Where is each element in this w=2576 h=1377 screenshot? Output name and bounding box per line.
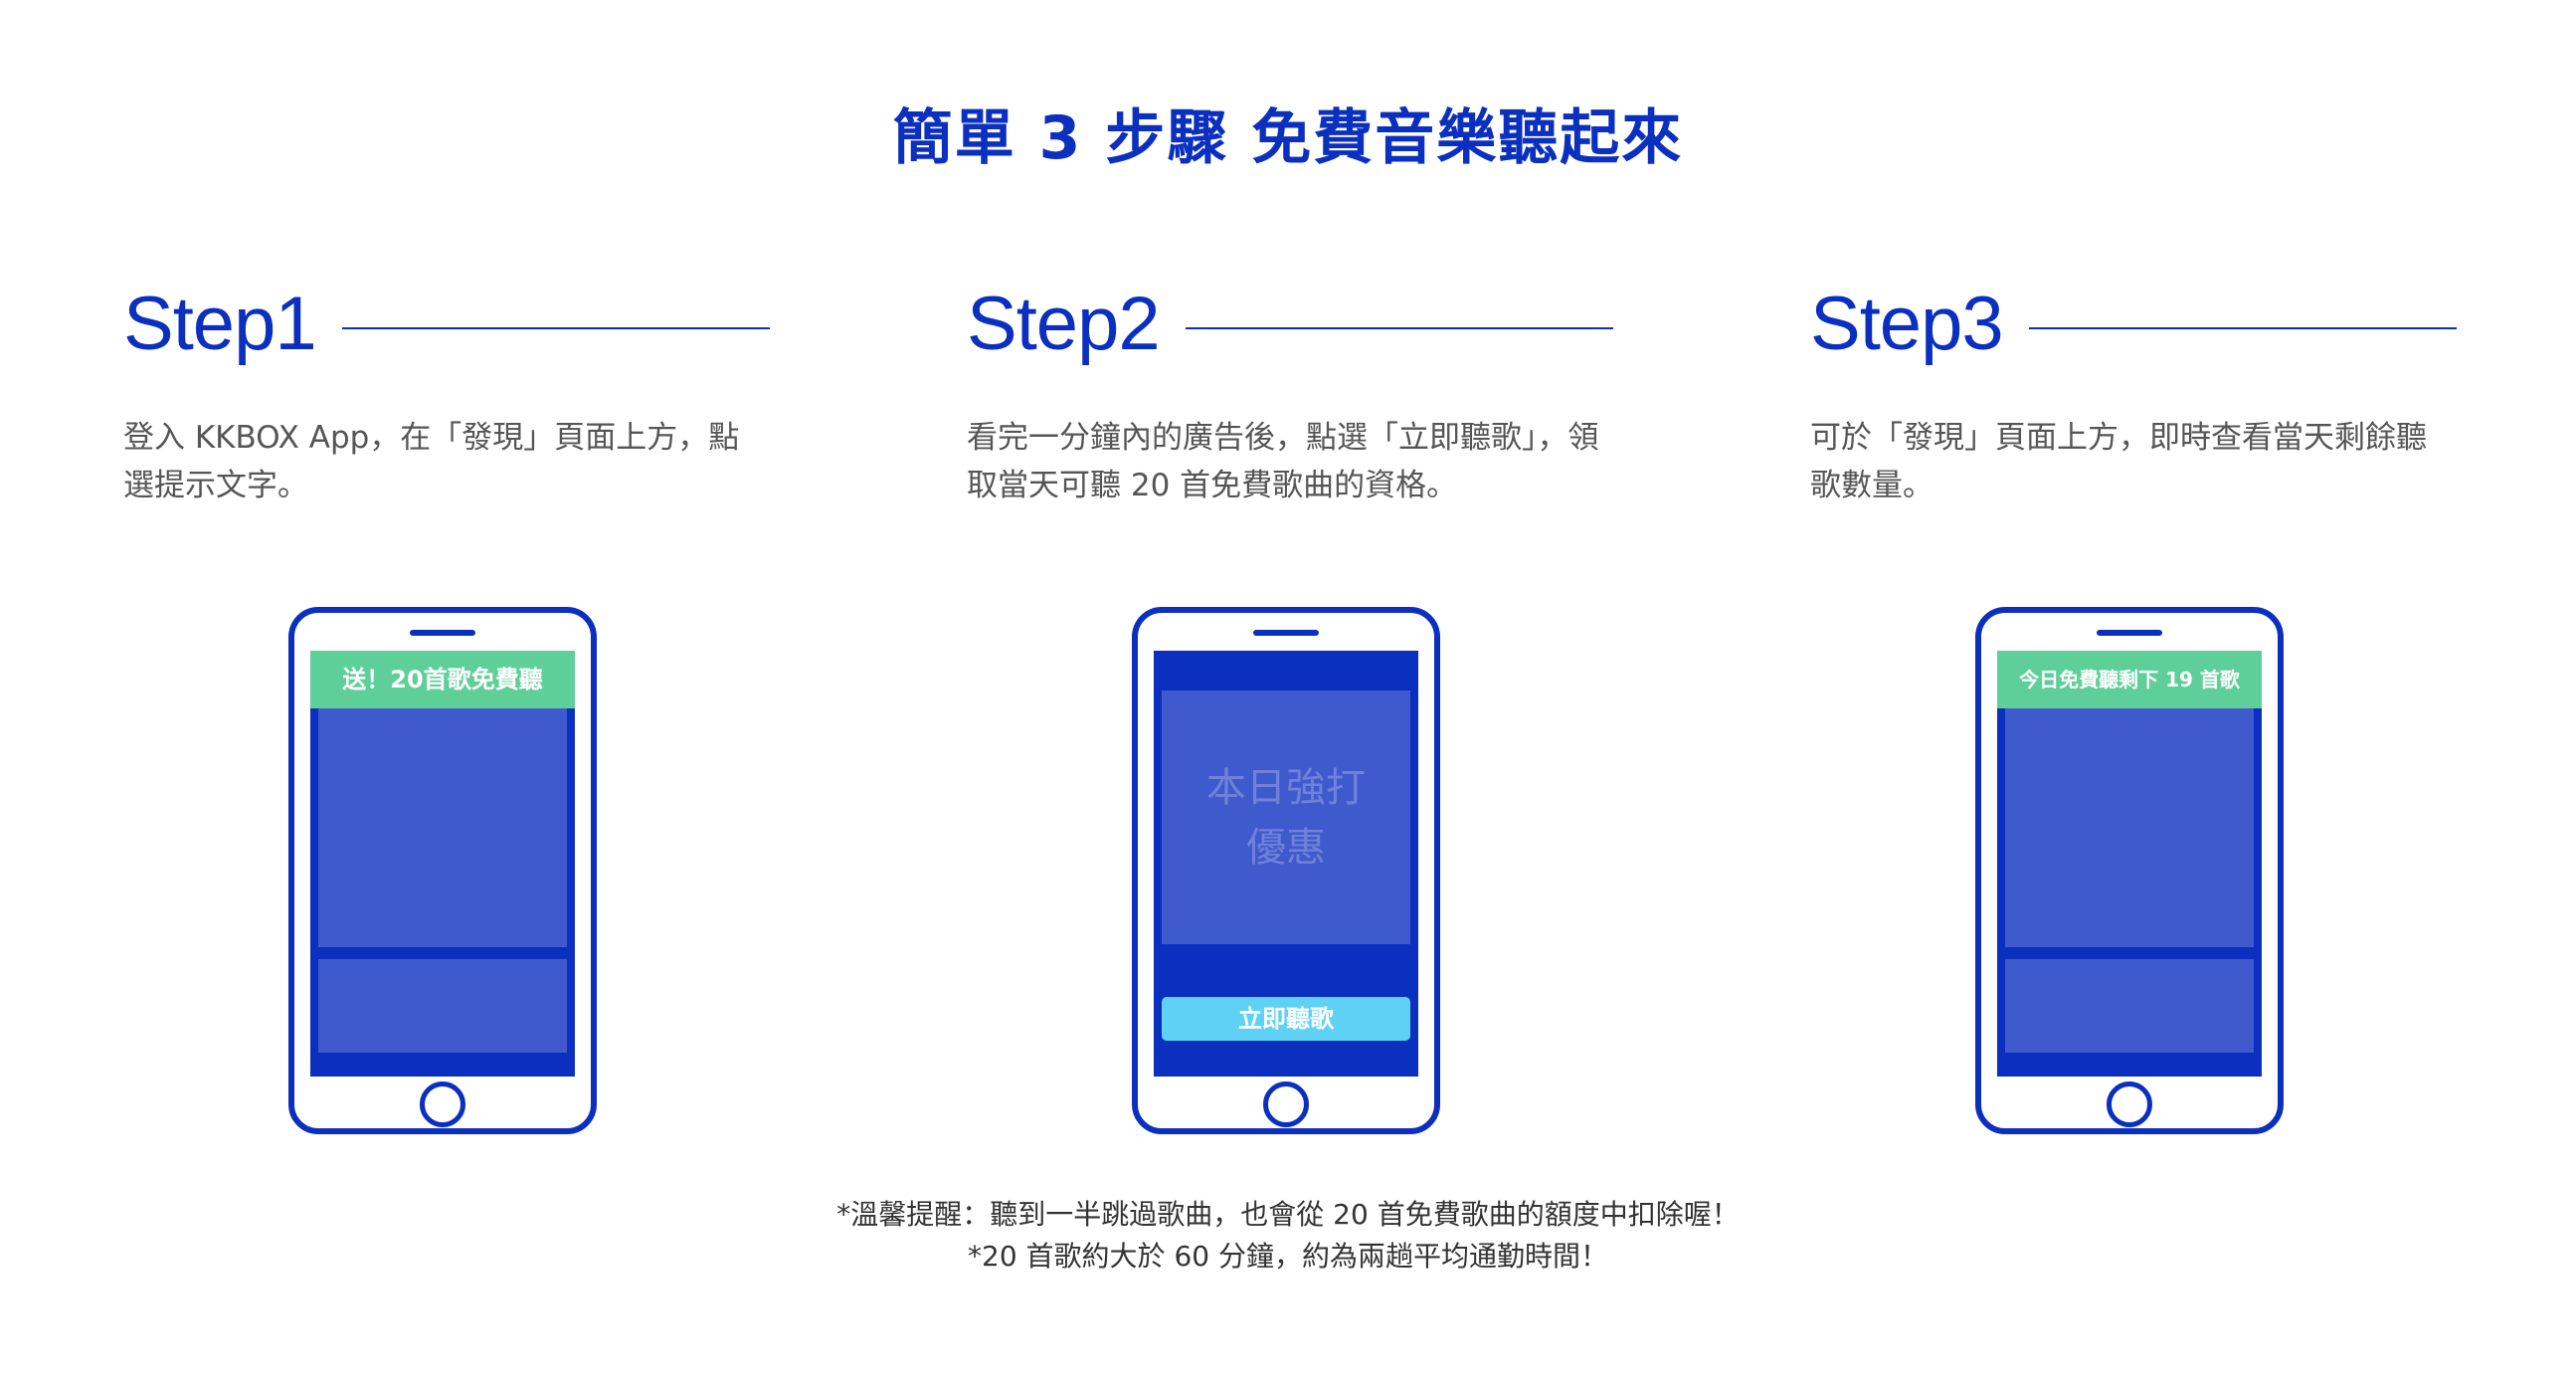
phone-home-button-icon: [1263, 1082, 1309, 1127]
step-3-description: 可於「發現」頁面上方，即時查看當天剩餘聽歌數量。: [1810, 420, 2427, 503]
phone-illustration-step-2: 本日強打 優惠 立即聽歌: [1132, 607, 1440, 1134]
phone-screen: 送！20首歌免費聽: [310, 651, 575, 1077]
step-1-divider: [341, 327, 770, 329]
ad-panel: 本日強打 優惠: [1162, 690, 1410, 944]
content-placeholder-bottom: [318, 959, 567, 1053]
free-songs-banner: 送！20首歌免費聽: [310, 651, 575, 708]
phone-speaker-icon: [410, 630, 475, 636]
content-placeholder-top: [2005, 708, 2254, 947]
step-2-description: 看完一分鐘內的廣告後，點選「立即聽歌」，領取當天可聽 20 首免費歌曲的資格。: [967, 420, 1599, 503]
step-2-header: Step2: [967, 269, 1613, 378]
step-2-divider: [1185, 327, 1613, 329]
step-1-description: 登入 KKBOX App，在「發現」頁面上方，點選提示文字。: [123, 420, 740, 503]
remaining-songs-banner: 今日免費聽剩下 19 首歌: [1997, 651, 2262, 708]
page-title: 簡單 3 步驟 免費音樂聽起來: [892, 103, 1684, 173]
phone-screen: 本日強打 優惠 立即聽歌: [1154, 651, 1418, 1077]
footnote-skip-warning: *溫馨提醒：聽到一半跳過歌曲，也會從 20 首免費歌曲的額度中扣除喔！: [836, 1198, 1740, 1231]
ad-text-line-2: 優惠: [1246, 824, 1326, 871]
step-2: Step2 看完一分鐘內的廣告後，點選「立即聽歌」，領取當天可聽 20 首免費歌…: [967, 269, 1613, 509]
phone-illustration-step-3: 今日免費聽剩下 19 首歌: [1975, 607, 2284, 1134]
content-placeholder-top: [318, 708, 567, 947]
step-2-label: Step2: [967, 281, 1161, 366]
step-3: Step3 可於「發現」頁面上方，即時查看當天剩餘聽歌數量。: [1810, 269, 2457, 509]
ad-text-line-1: 本日強打: [1206, 764, 1366, 811]
step-1-label: Step1: [123, 281, 317, 366]
content-placeholder-bottom: [2005, 959, 2254, 1053]
phone-home-button-icon: [2107, 1082, 2152, 1127]
listen-now-button: 立即聽歌: [1162, 997, 1410, 1041]
footnotes: *溫馨提醒：聽到一半跳過歌曲，也會從 20 首免費歌曲的額度中扣除喔！ *20 …: [0, 1194, 2576, 1278]
step-3-header: Step3: [1810, 269, 2457, 378]
phone-screen: 今日免費聽剩下 19 首歌: [1997, 651, 2262, 1077]
step-3-divider: [2028, 327, 2457, 329]
footnote-duration: *20 首歌約大於 60 分鐘，約為兩趟平均通勤時間！: [968, 1240, 1608, 1273]
phone-speaker-icon: [1253, 630, 1319, 636]
step-1: Step1 登入 KKBOX App，在「發現」頁面上方，點選提示文字。: [123, 269, 770, 509]
phone-illustration-step-1: 送！20首歌免費聽: [288, 607, 597, 1134]
phone-home-button-icon: [420, 1082, 465, 1127]
step-3-label: Step3: [1810, 281, 2004, 366]
step-1-header: Step1: [123, 269, 770, 378]
phone-speaker-icon: [2097, 630, 2162, 636]
